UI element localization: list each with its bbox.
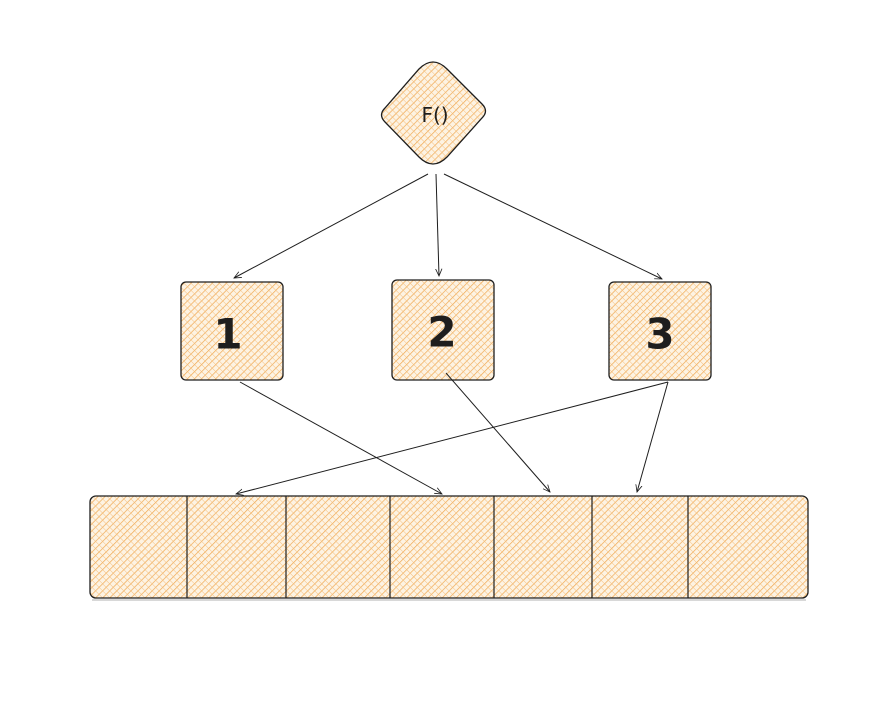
array-cell-5[interactable] (494, 496, 592, 598)
arrow-f-to-2 (436, 173, 439, 276)
slot-2[interactable]: 2 (391, 279, 495, 381)
slot-2-label: 2 (427, 308, 456, 357)
array (89, 495, 809, 601)
array-outline (89, 495, 809, 599)
arrow-3-to-array-b (637, 381, 669, 492)
arrow-f-to-3 (443, 173, 662, 280)
array-cell-6[interactable] (592, 496, 688, 598)
array-cell-2[interactable] (187, 496, 286, 598)
arrow-1-to-array (239, 381, 442, 494)
arrow-f-to-1 (234, 173, 429, 278)
array-cell-7[interactable] (688, 496, 808, 598)
slot-3[interactable]: 3 (608, 281, 712, 381)
array-cell-4[interactable] (390, 496, 494, 598)
arrow-3-to-array-a (236, 381, 669, 494)
function-arrows (234, 173, 662, 280)
slot-3-label: 3 (645, 310, 674, 359)
slot-1[interactable]: 1 (180, 281, 284, 381)
arrow-2-to-array (445, 372, 550, 492)
slot-1-label: 1 (213, 310, 242, 359)
function-node[interactable]: F() (380, 61, 487, 165)
array-cell-3[interactable] (286, 496, 390, 598)
slot-arrows (236, 372, 669, 494)
array-cell-1[interactable] (90, 496, 187, 598)
function-label: F() (421, 103, 448, 127)
